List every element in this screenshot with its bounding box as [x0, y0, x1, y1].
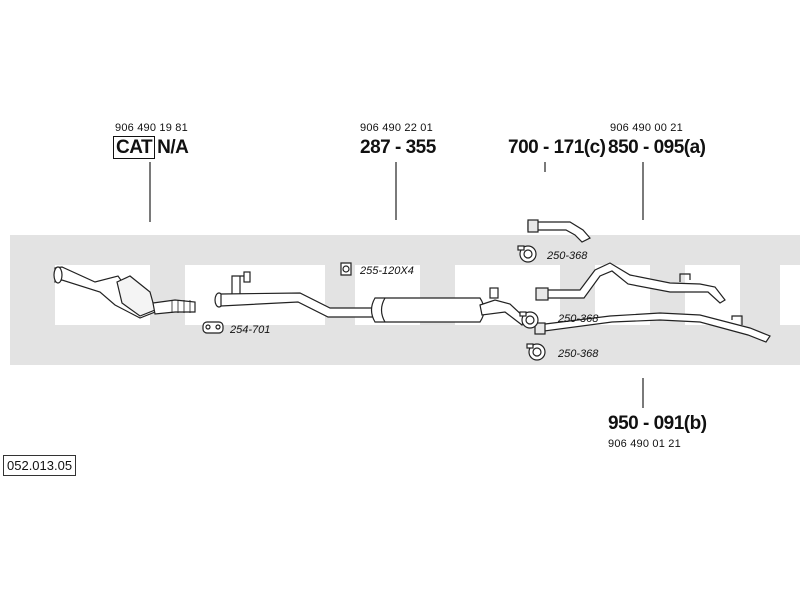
tail-b-part-number: 950 - 091(b)	[608, 413, 707, 434]
catalyst-part-number: N/A	[157, 137, 189, 158]
cat-badge: CAT	[113, 136, 156, 159]
tail-a-oem-number: 906 490 00 21	[610, 122, 683, 134]
bracket-icon	[340, 262, 352, 276]
tail-pipe-a	[535, 262, 726, 304]
tail-pipe-b	[534, 312, 771, 343]
clamp-top	[517, 245, 537, 263]
tail-b-oem-number: 906 490 01 21	[608, 438, 681, 450]
gasket-icon	[202, 321, 224, 334]
muffler-oem-number: 906 490 22 01	[360, 122, 433, 134]
catalyst-oem-number: 906 490 19 81	[115, 122, 188, 134]
gasket-ref: 254-701	[230, 324, 271, 336]
clamp-bottom-ref: 250-368	[558, 348, 599, 360]
muffler-part-number: 287 - 355	[360, 137, 436, 158]
clamp-mid	[519, 311, 539, 329]
clamp-top-ref: 250-368	[547, 250, 588, 262]
clamp-mid-ref: 250-368	[558, 313, 599, 325]
tail-a-part-number: 850 - 095(a)	[608, 137, 706, 158]
catalyst-assembly	[53, 266, 196, 319]
diagram-code: 052.013.05	[3, 455, 77, 476]
tail-c-part-number: 700 - 171(c)	[508, 137, 606, 158]
intermediate-pipe	[214, 271, 379, 318]
tail-pipe-c	[527, 219, 591, 243]
bracket-ref: 255-120X4	[360, 265, 414, 277]
clamp-bottom	[526, 343, 546, 361]
